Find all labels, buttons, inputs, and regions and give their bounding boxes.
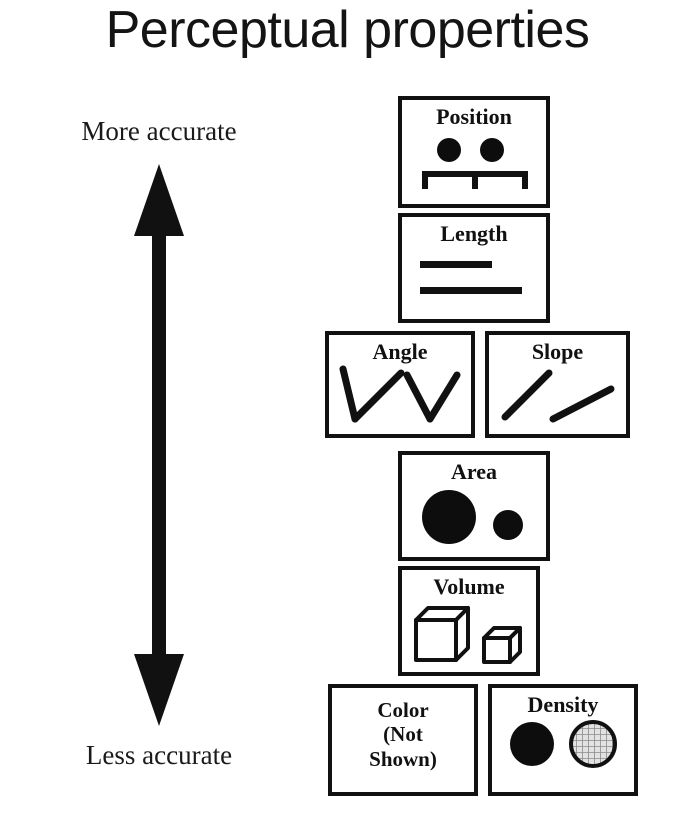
axis-label-less-accurate: Less accurate <box>85 740 233 770</box>
length-glyph <box>402 245 546 319</box>
density-glyph <box>492 716 634 792</box>
property-label-area: Area <box>450 459 498 484</box>
rank-row-2: Length <box>398 213 550 323</box>
property-box-color[interactable]: Color (Not Shown) <box>328 684 478 796</box>
angle-glyph <box>329 363 471 434</box>
volume-glyph <box>402 598 536 672</box>
property-box-position[interactable]: Position <box>398 96 550 208</box>
property-label-slope: Slope <box>531 339 584 364</box>
rank-row-3: Angle Slope <box>325 331 630 438</box>
property-box-volume[interactable]: Volume <box>398 566 540 676</box>
property-box-slope[interactable]: Slope <box>485 331 630 438</box>
property-label-length: Length <box>440 221 508 246</box>
property-label-color-line-2: (Not <box>383 722 423 747</box>
accuracy-axis: More accurate Less accurate <box>14 100 304 800</box>
property-box-angle[interactable]: Angle <box>325 331 475 438</box>
slope-glyph <box>489 363 626 434</box>
page-title: Perceptual properties <box>105 1 590 59</box>
rank-row-1: Position <box>398 96 550 208</box>
property-label-volume: Volume <box>433 574 505 599</box>
double-headed-vertical-arrow-icon <box>14 160 304 730</box>
property-label-position: Position <box>436 104 512 129</box>
property-label-color: Color (Not Shown) <box>369 698 437 771</box>
property-label-color-line-3: Shown) <box>369 746 437 771</box>
position-glyph <box>402 128 546 204</box>
property-box-density[interactable]: Density <box>488 684 638 796</box>
property-label-density: Density <box>527 692 599 717</box>
property-hierarchy: Position Length <box>318 96 638 802</box>
axis-label-more-accurate: More accurate <box>81 116 237 146</box>
property-label-angle: Angle <box>372 339 428 364</box>
property-box-area[interactable]: Area <box>398 451 550 561</box>
rank-row-5: Volume <box>398 566 540 676</box>
rank-row-4: Area <box>398 451 550 561</box>
property-box-length[interactable]: Length <box>398 213 550 323</box>
property-label-color-line-1: Color <box>377 698 429 722</box>
rank-row-6: Color (Not Shown) Density <box>328 684 638 796</box>
area-glyph <box>402 483 546 557</box>
